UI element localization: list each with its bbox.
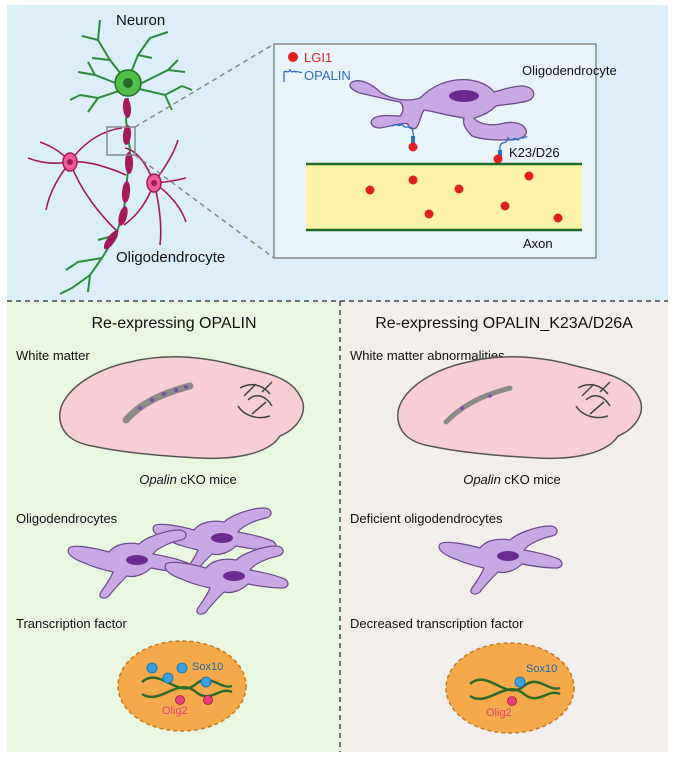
myelinating-oligodendrocytes bbox=[27, 127, 187, 246]
right-olig2-dots bbox=[507, 696, 517, 706]
inset-oligodendrocyte-label: Oligodendrocyte bbox=[522, 63, 617, 78]
left-dna-strand-2 bbox=[141, 685, 233, 698]
inset-oligodendrocyte-nucleus bbox=[449, 90, 479, 102]
zoom-line-bottom bbox=[134, 154, 275, 259]
opalin-legend-icon bbox=[283, 68, 303, 82]
right-dna-strand-1 bbox=[469, 678, 561, 692]
left-oligo-label: Oligodendrocytes bbox=[16, 511, 118, 526]
top-section-bg bbox=[7, 5, 668, 301]
oligodendrocyte-nucleus-left bbox=[67, 159, 73, 165]
left-white-matter-label: White matter bbox=[16, 348, 90, 363]
left-olig2-dots bbox=[175, 695, 213, 705]
left-sox10-label: Sox10 bbox=[192, 661, 223, 673]
lgi1-bound-left bbox=[408, 142, 418, 152]
lgi1-free-molecules bbox=[365, 171, 563, 223]
axon-body bbox=[306, 164, 582, 230]
right-dna-strand-2 bbox=[469, 687, 561, 700]
myelin-segments bbox=[103, 98, 133, 250]
opalin-legend-label: OPALIN bbox=[304, 68, 351, 83]
opalin-squiggle-right bbox=[499, 135, 528, 158]
right-white-matter-label: White matter abnormalities bbox=[350, 348, 505, 363]
left-brain bbox=[59, 356, 305, 460]
neuron-nucleus bbox=[123, 78, 133, 88]
left-mice-label: Opalin cKO mice bbox=[139, 472, 237, 487]
left-dna-strand-1 bbox=[141, 676, 233, 690]
site-label: K23/D26 bbox=[509, 145, 560, 160]
oligodendrocyte-nucleus-right bbox=[151, 180, 157, 186]
lgi1-legend-dot bbox=[288, 52, 298, 62]
opalin-anchor-left bbox=[411, 136, 415, 144]
right-panel-title: Re-expressing OPALIN_K23A/D26A bbox=[375, 315, 633, 332]
right-tf-label: Decreased transcription factor bbox=[350, 616, 524, 631]
left-tf-label: Transcription factor bbox=[16, 616, 127, 631]
right-oligo-label: Deficient oligodendrocytes bbox=[350, 511, 503, 526]
left-sox10-dots bbox=[146, 662, 212, 688]
right-brain bbox=[397, 356, 643, 460]
opalin-squiggle-left bbox=[391, 122, 415, 139]
lgi1-bound-right bbox=[493, 154, 503, 164]
opalin-anchor-right bbox=[498, 150, 502, 158]
neuron-label: Neuron bbox=[116, 12, 165, 29]
right-sox10-label: Sox10 bbox=[526, 663, 557, 675]
right-nucleus bbox=[445, 642, 575, 734]
left-panel-title: Re-expressing OPALIN bbox=[91, 315, 256, 332]
lgi1-legend-label: LGI1 bbox=[304, 50, 332, 65]
oligodendrocyte-label: Oligodendrocyte bbox=[116, 249, 225, 266]
right-mice-label: Opalin cKO mice bbox=[463, 472, 561, 487]
right-sox10-dots bbox=[514, 676, 526, 688]
zoom-box bbox=[106, 126, 136, 156]
axon-label: Axon bbox=[523, 236, 553, 251]
right-olig2-label: Olig2 bbox=[486, 707, 512, 719]
left-olig2-label: Olig2 bbox=[162, 705, 188, 717]
